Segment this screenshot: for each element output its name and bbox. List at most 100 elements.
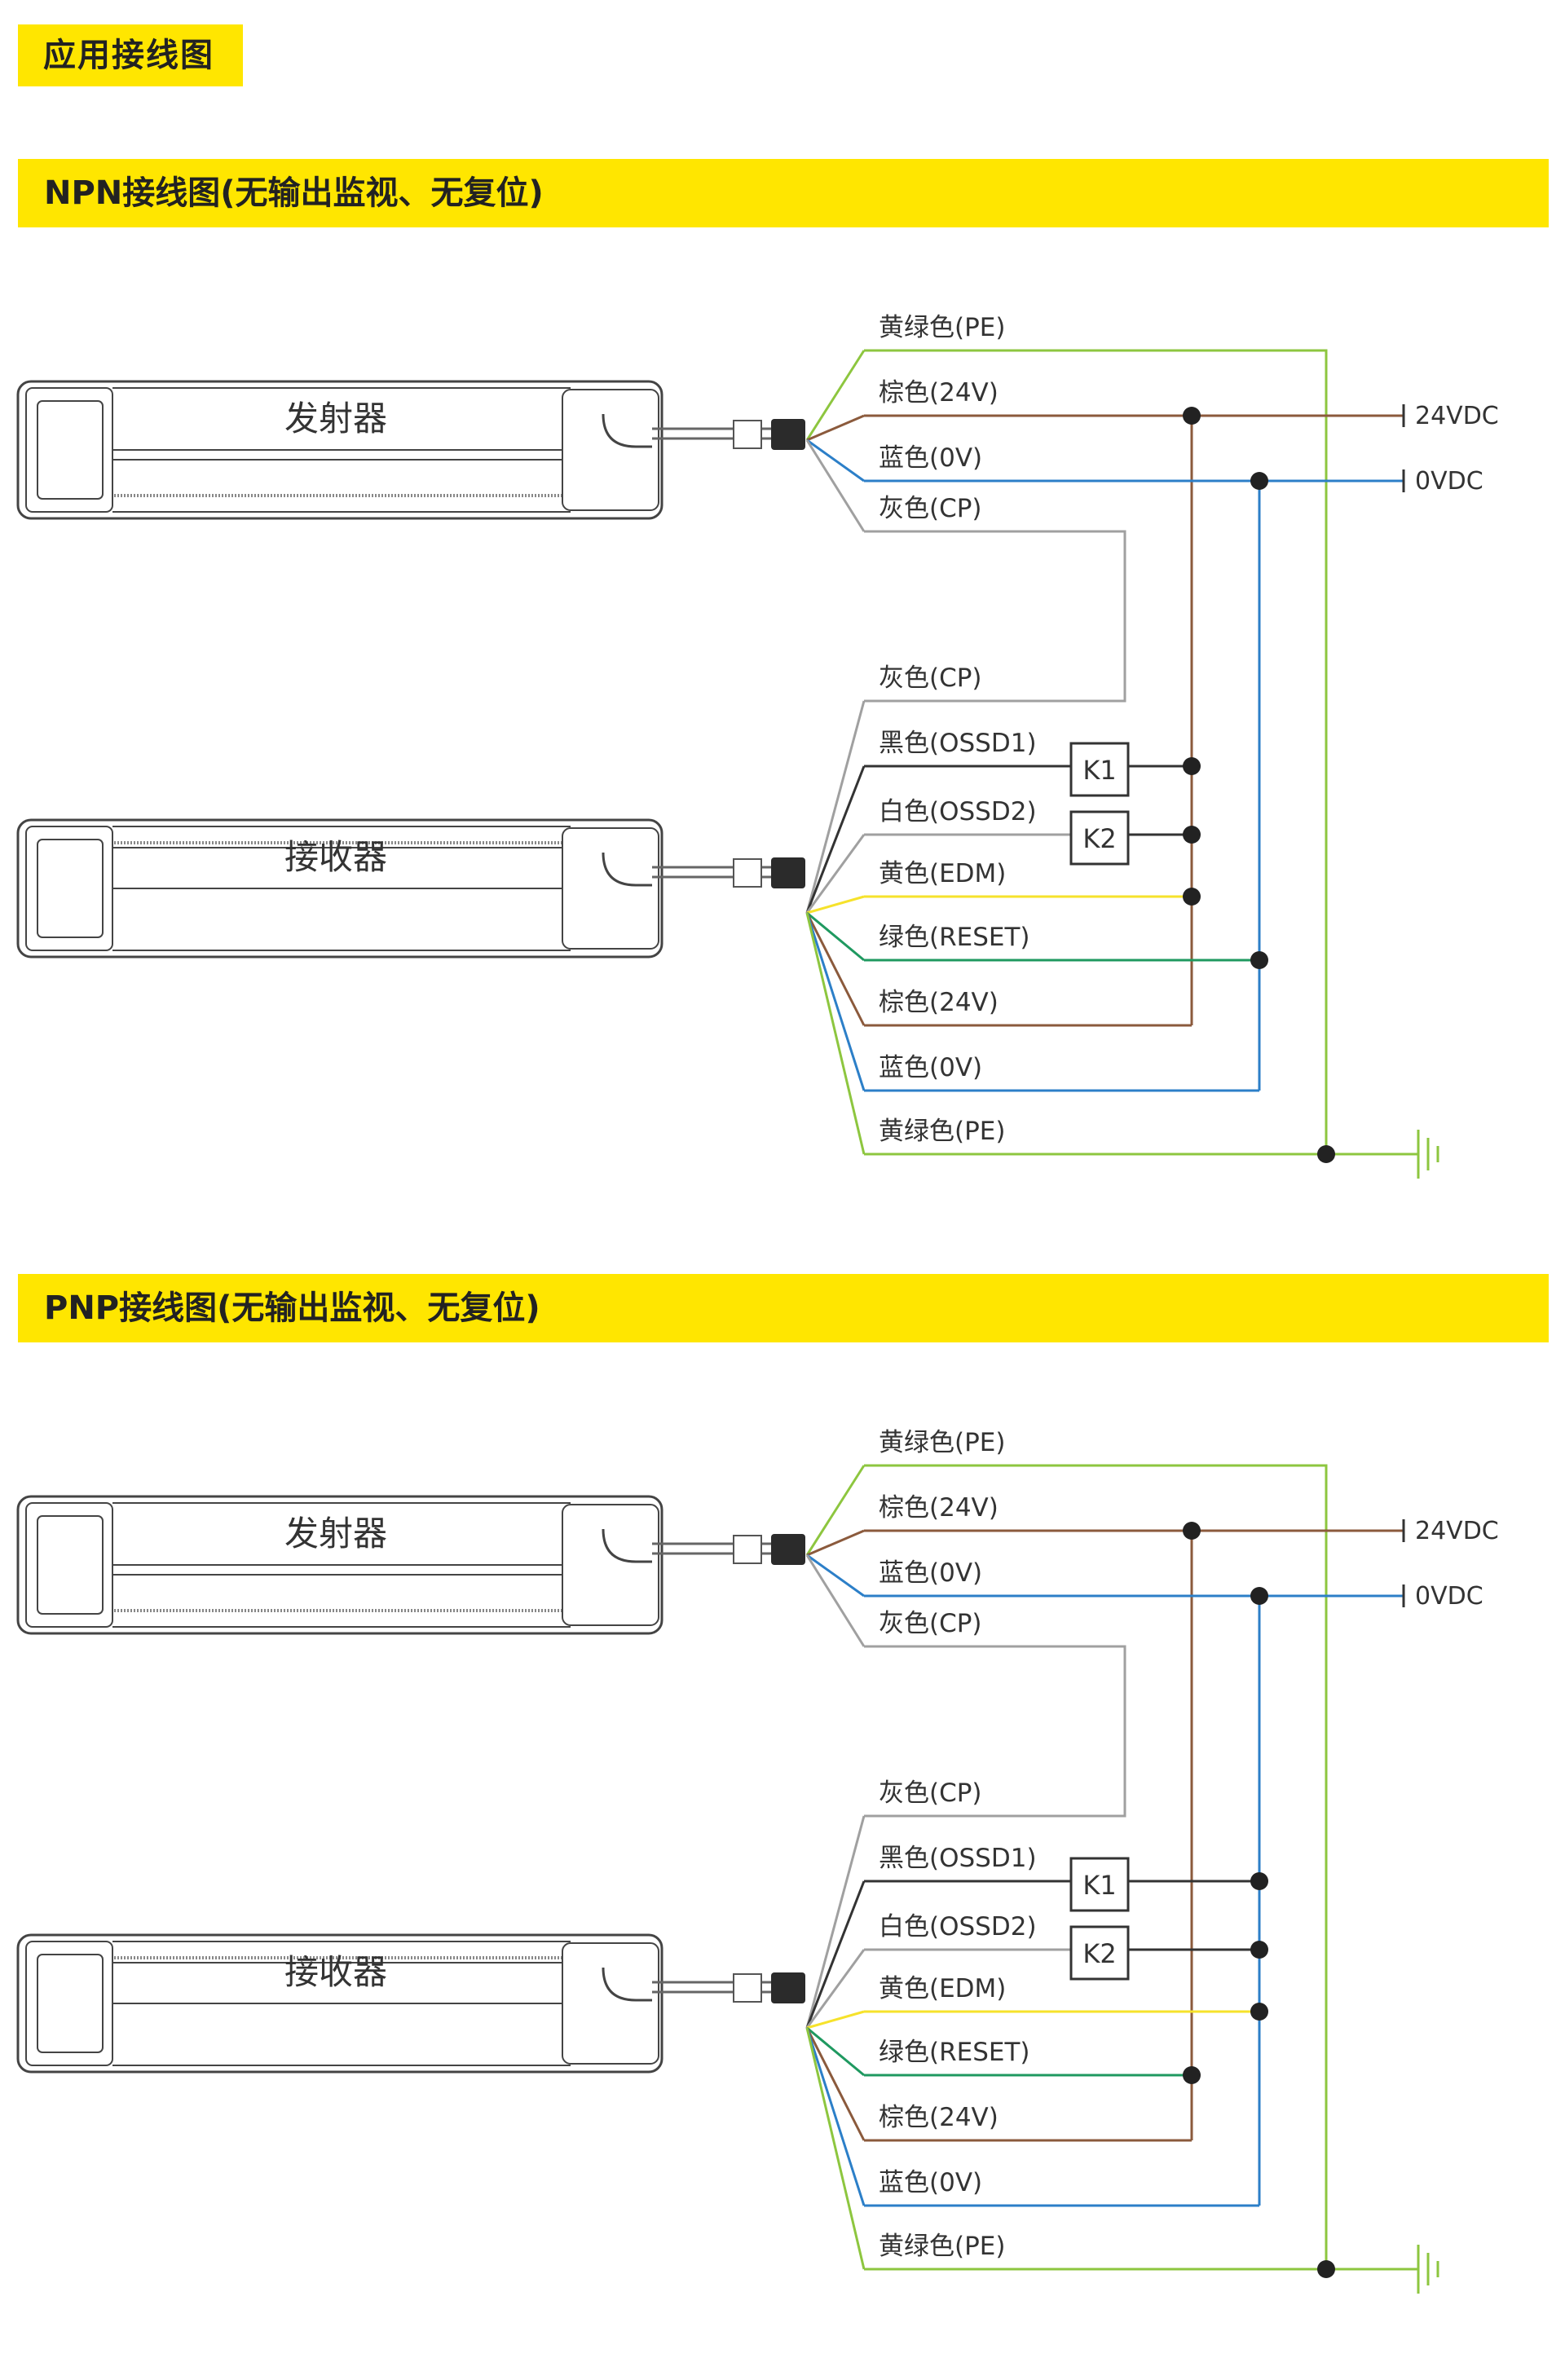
emitter-unit-window xyxy=(37,1515,104,1615)
emitter-unit: 发射器 xyxy=(16,380,805,520)
receiver-wire-label-0v: 蓝色(0V) xyxy=(879,1053,982,1082)
receiver-wire-0v-fan xyxy=(805,2027,866,2206)
receiver-wire-label-ossd1: 黑色(OSSD1) xyxy=(879,729,1037,758)
receiver-unit: 接收器 xyxy=(16,818,805,959)
edm-junction-dot xyxy=(1250,2003,1268,2021)
gray-cp-link-wire xyxy=(864,1645,1126,1818)
emitter-wire-label-cp: 灰色(CP) xyxy=(879,494,982,523)
relay-1-junction-dot xyxy=(1183,757,1201,775)
receiver-unit-plug xyxy=(771,1972,805,2003)
pe-bus-wire xyxy=(864,1464,1328,2269)
receiver-wire-label-ossd2: 白色(OSSD2) xyxy=(879,1912,1037,1941)
receiver-wire-reset-fan xyxy=(806,911,865,962)
supply-24-label: 24VDC xyxy=(1415,1517,1499,1545)
edm-junction-dot xyxy=(1183,888,1201,906)
receiver-unit-plug-nut xyxy=(733,1973,762,2003)
emitter-wire-24v xyxy=(806,414,865,442)
relay-k2-label: K2 xyxy=(1082,823,1116,854)
supply-0-label: 0VDC xyxy=(1415,1582,1483,1611)
receiver-unit-label: 接收器 xyxy=(284,1952,387,1992)
receiver-unit-plug xyxy=(771,857,805,888)
receiver-wire-edm-fan xyxy=(806,2010,865,2030)
emitter-wire-label-0v: 蓝色(0V) xyxy=(879,1558,982,1588)
blue-0v-junction-dot xyxy=(1250,472,1268,490)
receiver-wire-cp-fan xyxy=(805,700,866,914)
receiver-unit-plug-nut xyxy=(733,858,762,888)
emitter-wire-pe xyxy=(805,1465,866,1556)
emitter-unit-plug xyxy=(771,1534,805,1565)
receiver-unit-connector-housing xyxy=(562,1942,659,2065)
relay-k2-box xyxy=(1069,1925,1130,1981)
brown-24v-junction-dot xyxy=(1183,1522,1201,1540)
receiver-unit-cable-gland xyxy=(602,852,652,887)
receiver-wire-pe-fan xyxy=(805,2027,866,2270)
receiver-wire-label-24v: 棕色(24V) xyxy=(879,2103,999,2132)
receiver-unit-window xyxy=(37,1954,104,2053)
pe-junction-dot xyxy=(1317,1145,1335,1163)
wiring-svg: 24VDC 0VDC 黄绿色(PE) 棕色(24V) 蓝色(0V) 灰色(CP) 灰色(CP… xyxy=(16,1428,1499,2294)
receiver-wire-cp-fan xyxy=(805,1815,866,2029)
emitter-wire-cp xyxy=(805,439,866,532)
receiver-wire-24v-fan xyxy=(805,2027,866,2141)
relay-k2-label: K2 xyxy=(1082,1938,1116,1969)
receiver-wire-label-ossd1: 黑色(OSSD1) xyxy=(879,1844,1037,1873)
relay-k1-label: K1 xyxy=(1082,1870,1116,1901)
emitter-wire-label-pe: 黄绿色(PE) xyxy=(879,1428,1005,1457)
emitter-unit: 发射器 xyxy=(16,1495,805,1635)
blue-0v-junction-dot xyxy=(1250,1587,1268,1605)
relay-k1-label: K1 xyxy=(1082,755,1116,786)
receiver-wire-label-pe: 黄绿色(PE) xyxy=(879,2232,1005,2261)
receiver-wire-label-24v: 棕色(24V) xyxy=(879,988,999,1017)
receiver-wire-label-0v: 蓝色(0V) xyxy=(879,2168,982,2197)
supply-0-label: 0VDC xyxy=(1415,467,1483,496)
emitter-unit-connector-housing xyxy=(562,1504,659,1626)
receiver-wire-ossd1-fan xyxy=(805,765,866,914)
relay-1-junction-dot xyxy=(1250,1872,1268,1890)
emitter-unit-label: 发射器 xyxy=(284,399,387,439)
receiver-wire-edm-fan xyxy=(806,895,865,915)
emitter-wire-label-0v: 蓝色(0V) xyxy=(879,443,982,473)
relay-k2-box xyxy=(1069,810,1130,866)
emitter-unit-cable-gland xyxy=(602,1528,652,1563)
npn-section-header: NPN接线图(无输出监视、无复位) xyxy=(18,159,1549,227)
supply-24-label: 24VDC xyxy=(1415,402,1499,430)
emitter-wire-label-pe: 黄绿色(PE) xyxy=(879,313,1005,342)
emitter-unit-plug-nut xyxy=(733,1535,762,1564)
receiver-wire-ossd2-fan xyxy=(805,834,866,914)
pe-junction-dot xyxy=(1317,2260,1335,2278)
pe-bus-wire xyxy=(864,349,1328,1154)
emitter-unit-window xyxy=(37,400,104,500)
receiver-wire-label-cp: 灰色(CP) xyxy=(879,1778,982,1808)
receiver-wire-label-reset: 绿色(RESET) xyxy=(879,923,1030,952)
emitter-unit-plug xyxy=(771,419,805,450)
relay-k1-box xyxy=(1069,742,1130,797)
receiver-wire-0v-fan xyxy=(805,912,866,1091)
emitter-unit-label: 发射器 xyxy=(284,1514,387,1554)
receiver-wire-ossd2-fan xyxy=(805,1949,866,2029)
reset-junction-dot xyxy=(1183,2066,1201,2084)
emitter-unit-cable-gland xyxy=(602,413,652,448)
receiver-unit: 接收器 xyxy=(16,1933,805,2074)
pnp-section-header: PNP接线图(无输出监视、无复位) xyxy=(18,1274,1549,1342)
gray-cp-link-wire xyxy=(864,530,1126,703)
emitter-wire-0v xyxy=(806,439,865,483)
receiver-wire-label-pe: 黄绿色(PE) xyxy=(879,1117,1005,1146)
npn-section-title: NPN接线图(无输出监视、无复位) xyxy=(44,174,544,212)
pnp-wiring-diagram: 24VDC 0VDC 黄绿色(PE) 棕色(24V) 蓝色(0V) 灰色(CP) 灰色(CP… xyxy=(0,1392,1565,2338)
receiver-wire-label-reset: 绿色(RESET) xyxy=(879,2038,1030,2067)
emitter-unit-plug-nut xyxy=(733,420,762,449)
page-title: 应用接线图 xyxy=(18,24,243,86)
receiver-unit-label: 接收器 xyxy=(284,837,387,877)
npn-wiring-diagram: 24VDC 0VDC 黄绿色(PE) 棕色(24V) 蓝色(0V) 灰色(CP) 灰色(CP… xyxy=(0,277,1565,1223)
receiver-wire-reset-fan xyxy=(806,2026,865,2077)
relay-2-junction-dot xyxy=(1250,1941,1268,1959)
emitter-unit-connector-housing xyxy=(562,389,659,511)
wiring-svg: 24VDC 0VDC 黄绿色(PE) 棕色(24V) 蓝色(0V) 灰色(CP) 灰色(CP… xyxy=(16,313,1499,1179)
relay-2-junction-dot xyxy=(1183,826,1201,844)
receiver-wire-ossd1-fan xyxy=(805,1880,866,2029)
receiver-unit-window xyxy=(37,839,104,938)
receiver-wire-label-cp: 灰色(CP) xyxy=(879,663,982,693)
receiver-wire-24v-fan xyxy=(805,912,866,1026)
emitter-wire-label-cp: 灰色(CP) xyxy=(879,1609,982,1638)
reset-junction-dot xyxy=(1250,951,1268,969)
